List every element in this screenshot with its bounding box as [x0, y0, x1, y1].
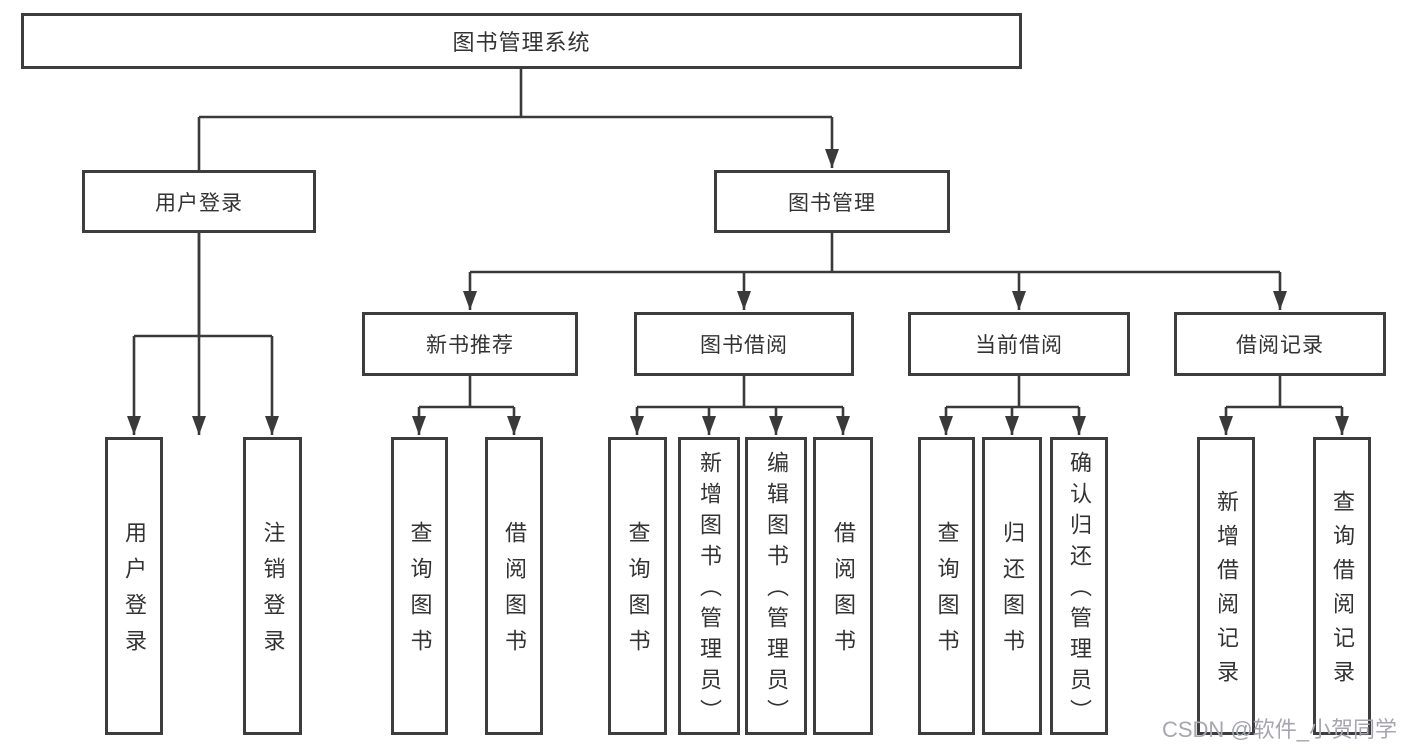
node-borrow-record: 借阅记录 — [1174, 312, 1386, 376]
node-label: 查询图书 — [625, 521, 651, 665]
node-label: 借阅图书 — [502, 521, 527, 665]
node-library-management-system: 图书管理系统 — [21, 13, 1022, 69]
node-leaf-confirm-return-admin: 确认归还（管理员） — [1050, 437, 1108, 735]
node-leaf-logout: 注销登录 — [243, 437, 302, 735]
node-label: 新增图书（管理员） — [697, 451, 722, 730]
node-label: 用户登录 — [122, 521, 147, 665]
node-leaf-query-books-current: 查询图书 — [918, 437, 975, 735]
node-label: 新增借阅记录 — [1214, 490, 1239, 694]
node-label: 确认归还（管理员） — [1067, 451, 1092, 730]
node-label: 图书管理系统 — [452, 30, 591, 55]
node-label: 图书借阅 — [700, 334, 788, 357]
node-label: 新书推荐 — [426, 334, 514, 357]
node-label: 借阅图书 — [831, 521, 856, 665]
node-user-login: 用户登录 — [82, 170, 316, 233]
node-leaf-borrow-books: 借阅图书 — [813, 437, 873, 735]
node-label: 查询借阅记录 — [1330, 490, 1355, 694]
node-label: 用户登录 — [155, 191, 243, 215]
node-label: 归还图书 — [1000, 521, 1025, 665]
node-leaf-borrow-books-recommend: 借阅图书 — [485, 437, 543, 735]
node-leaf-return-books: 归还图书 — [982, 437, 1042, 735]
node-leaf-query-borrow-record: 查询借阅记录 — [1313, 437, 1371, 735]
node-label: 图书管理 — [788, 191, 876, 215]
node-book-management: 图书管理 — [714, 170, 950, 233]
csdn-watermark: CSDN @软件_小贺同学 — [1161, 717, 1397, 742]
node-label: 查询图书 — [407, 521, 433, 665]
node-leaf-query-books-recommend: 查询图书 — [391, 437, 448, 735]
node-label: 当前借阅 — [975, 334, 1063, 357]
node-book-borrow: 图书借阅 — [634, 312, 854, 376]
node-leaf-add-borrow-record: 新增借阅记录 — [1197, 437, 1255, 735]
node-current-borrow: 当前借阅 — [908, 312, 1130, 376]
node-label: 借阅记录 — [1236, 334, 1324, 357]
node-leaf-query-books-borrow: 查询图书 — [608, 437, 667, 735]
node-label: 注销登录 — [260, 521, 286, 665]
node-new-book-recommend: 新书推荐 — [362, 312, 578, 376]
node-leaf-edit-books-admin: 编辑图书（管理员） — [745, 437, 807, 735]
node-label: 查询图书 — [934, 521, 960, 665]
node-label: 编辑图书（管理员） — [764, 451, 789, 730]
node-leaf-user-login: 用户登录 — [105, 437, 163, 735]
node-leaf-add-books-admin: 新增图书（管理员） — [678, 437, 740, 735]
